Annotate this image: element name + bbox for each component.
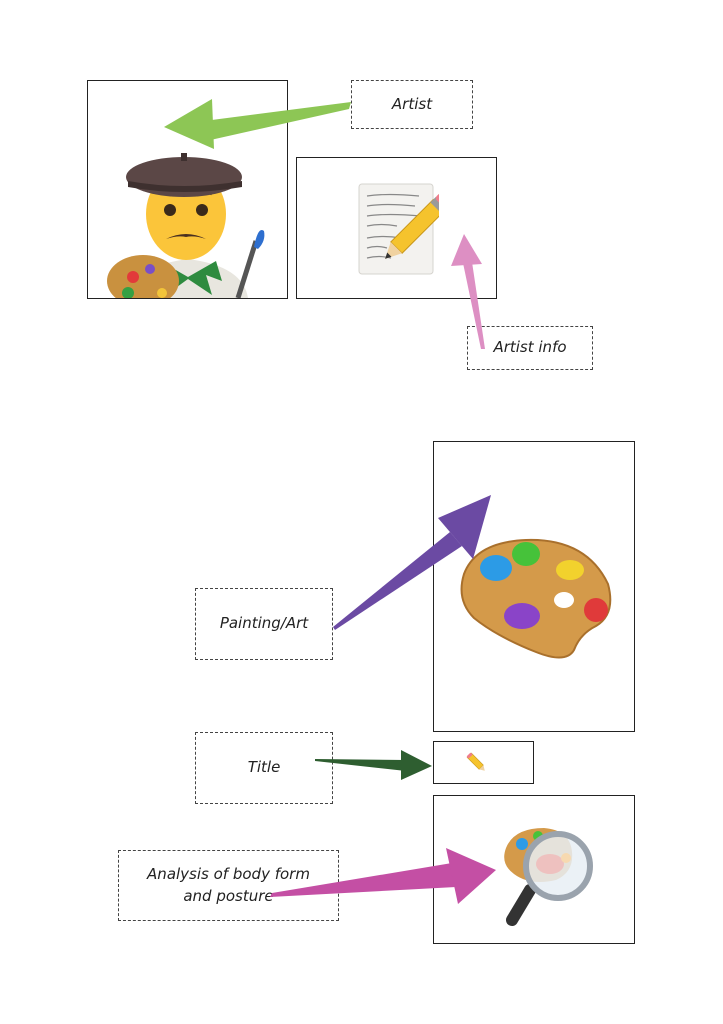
artist-info-image-box (296, 157, 497, 299)
painting-image-box (433, 441, 635, 732)
label-artist: Artist (351, 80, 473, 129)
label-analysis: Analysis of body form and posture (118, 850, 339, 921)
artist-image-box (87, 80, 288, 299)
palette-icon (456, 534, 616, 664)
analysis-image-box (433, 795, 635, 944)
memo-pencil-icon (357, 182, 439, 278)
artist-emoji-icon (88, 81, 287, 298)
palette-magnifier-icon (500, 822, 600, 930)
title-image-box (433, 741, 534, 784)
label-artist-info: Artist info (467, 326, 593, 370)
label-painting: Painting/Art (195, 588, 333, 660)
label-title: Title (195, 732, 333, 804)
pencil-icon (465, 751, 489, 775)
